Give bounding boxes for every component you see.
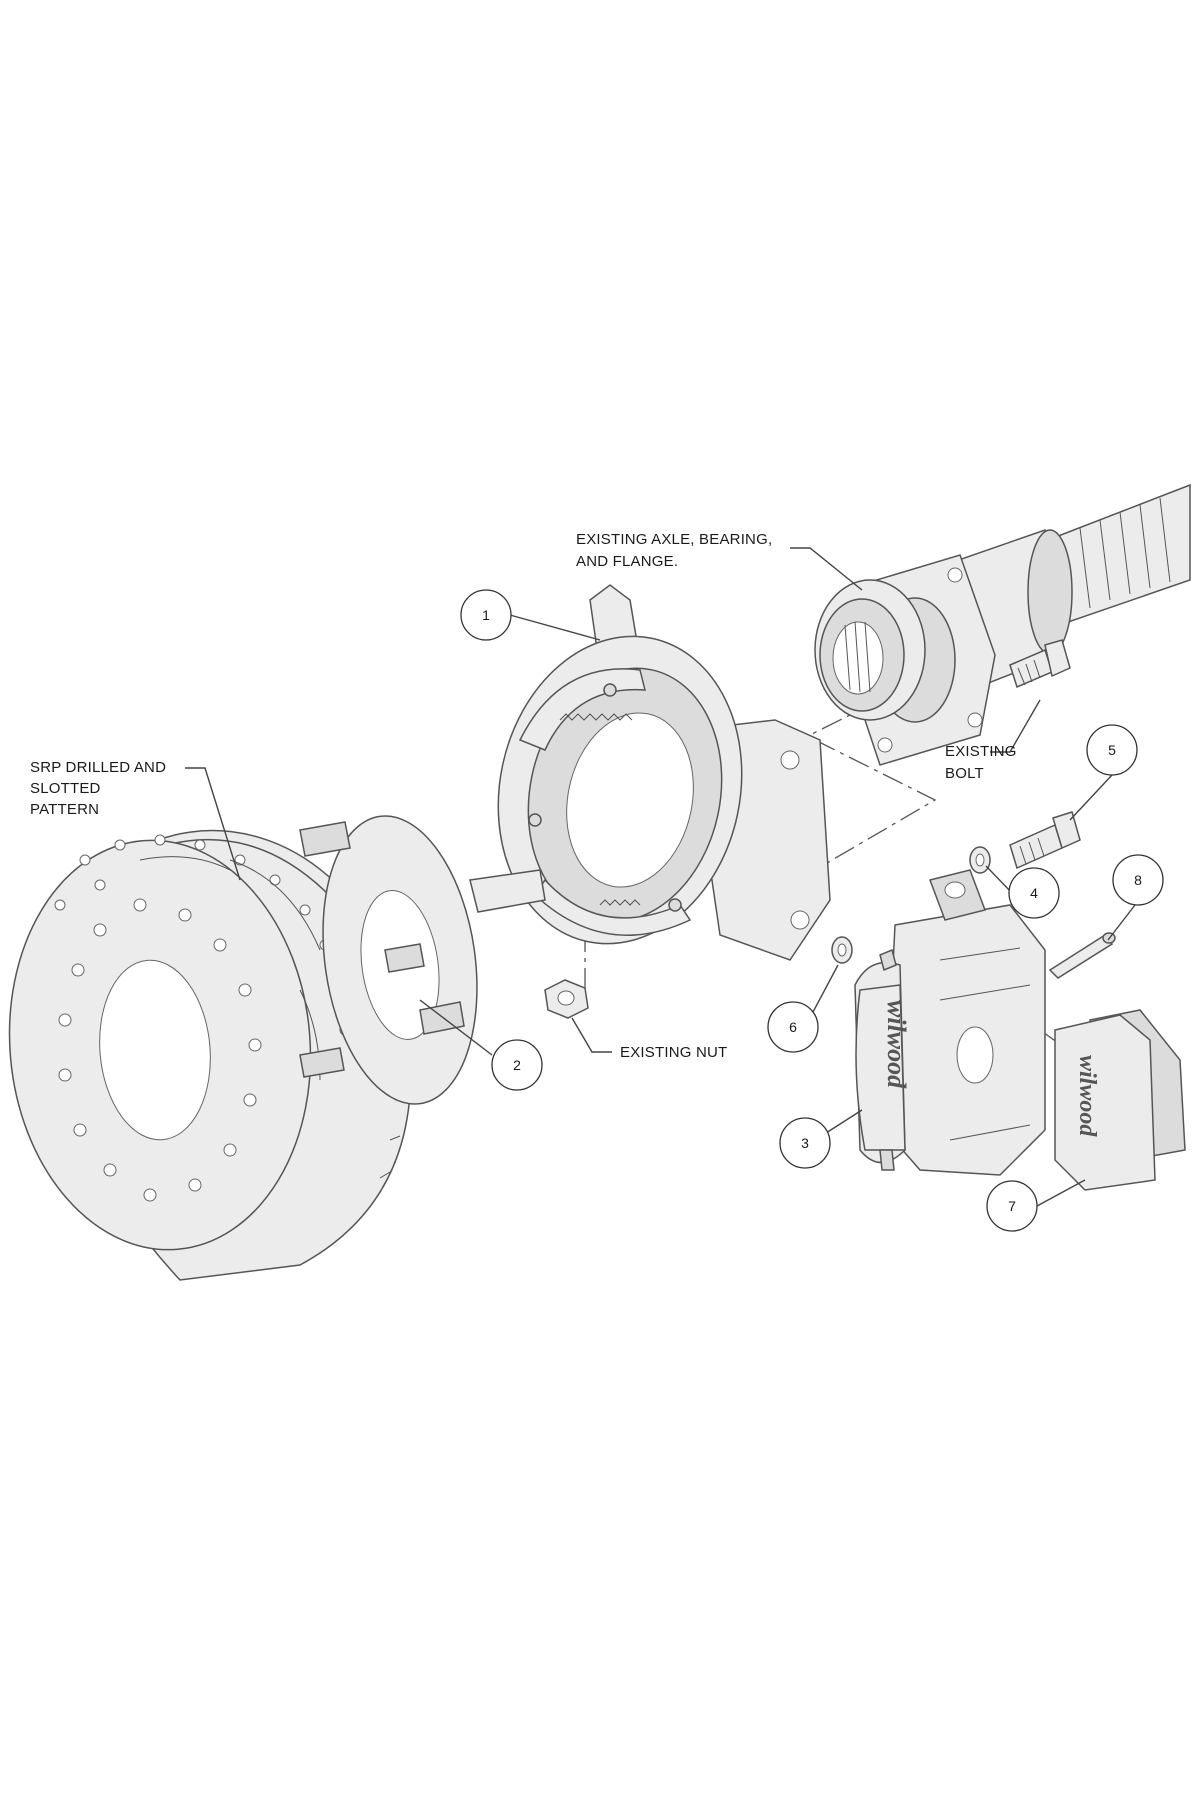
part-8-cotter-pin	[1048, 932, 1116, 979]
svg-text:8: 8	[1134, 872, 1142, 888]
part-6-washer	[831, 936, 853, 964]
label-existing-bolt: EXISTING BOLT	[945, 743, 1017, 782]
brake-pad-brand-logo: wilwood	[1074, 1055, 1100, 1137]
existing-nut	[544, 979, 589, 1019]
svg-text:SLOTTED: SLOTTED	[30, 780, 101, 797]
part-7-brake-pads: wilwood	[1054, 1009, 1186, 1191]
svg-text:BOLT: BOLT	[945, 765, 984, 782]
callout-2: 2	[491, 1039, 543, 1091]
svg-text:PATTERN: PATTERN	[30, 801, 99, 818]
part-5-caliper-bolt	[1009, 811, 1081, 870]
svg-text:EXISTING AXLE, BEARING,: EXISTING AXLE, BEARING,	[576, 531, 772, 548]
callout-3: 3	[779, 1117, 831, 1169]
part-4-washer	[969, 846, 991, 874]
svg-text:3: 3	[801, 1135, 809, 1151]
svg-text:SRP DRILLED AND: SRP DRILLED AND	[30, 759, 166, 776]
svg-text:6: 6	[789, 1019, 797, 1035]
svg-text:5: 5	[1108, 742, 1116, 758]
callout-5: 5	[1086, 724, 1138, 776]
svg-text:EXISTING NUT: EXISTING NUT	[620, 1044, 727, 1061]
callout-1: 1	[460, 589, 512, 641]
callout-7: 7	[986, 1180, 1038, 1232]
caliper-brand-logo: wilwood	[882, 1000, 911, 1089]
label-existing-nut: EXISTING NUT	[620, 1044, 727, 1061]
leader-lines	[185, 547, 1136, 1207]
svg-text:4: 4	[1030, 885, 1038, 901]
callout-6: 6	[767, 1001, 819, 1053]
callout-4: 4	[1008, 867, 1060, 919]
svg-text:2: 2	[513, 1057, 521, 1073]
existing-bolt	[1009, 639, 1071, 689]
part-1-parking-brake-assembly	[497, 584, 831, 961]
label-srp-drilled-slotted-pattern: SRP DRILLED AND SLOTTED PATTERN	[30, 759, 166, 818]
svg-text:1: 1	[482, 607, 490, 623]
part-3-caliper: wilwood	[854, 869, 1046, 1176]
label-existing-axle: EXISTING AXLE, BEARING, AND FLANGE.	[576, 531, 772, 570]
svg-text:AND FLANGE.: AND FLANGE.	[576, 553, 678, 570]
hub-adapter-with-studs	[299, 815, 546, 1105]
existing-axle-assembly	[814, 483, 1191, 766]
callout-8: 8	[1112, 854, 1164, 906]
svg-text:EXISTING: EXISTING	[945, 743, 1017, 760]
svg-text:7: 7	[1008, 1198, 1016, 1214]
